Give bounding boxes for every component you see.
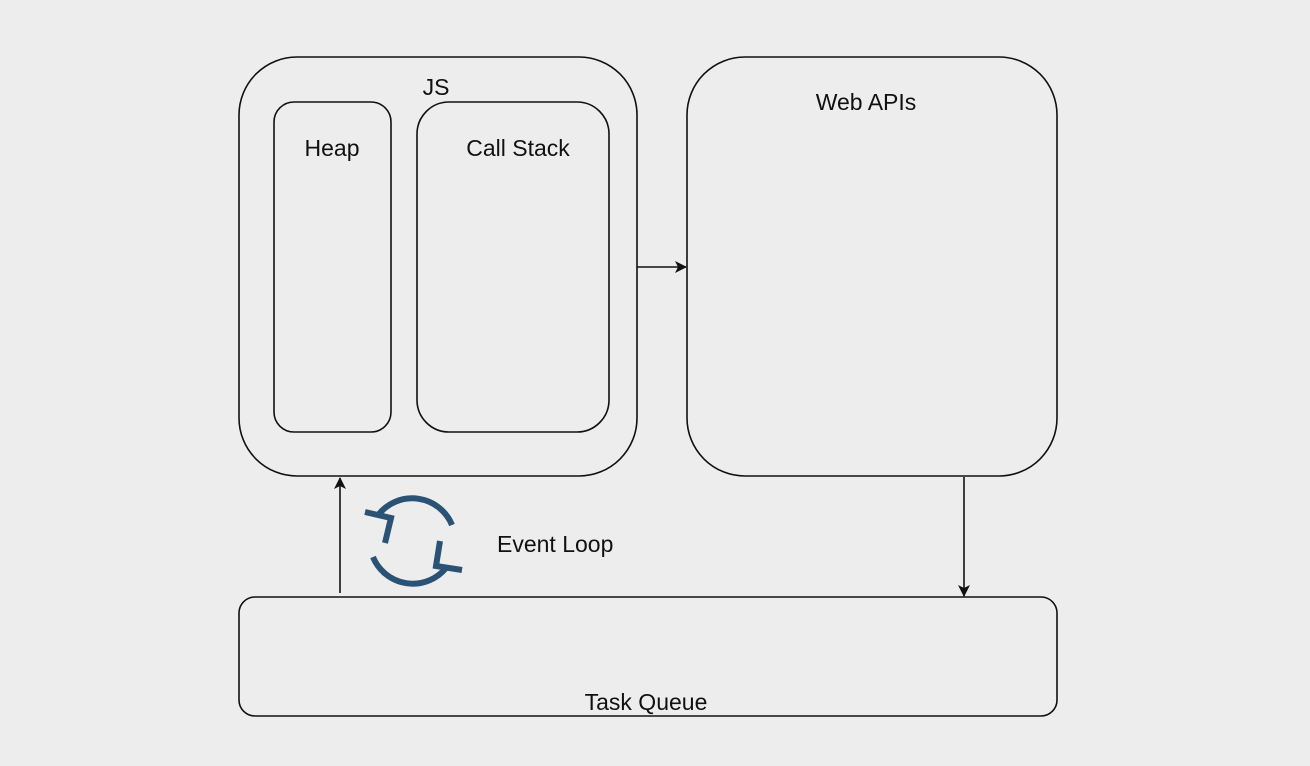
call-stack-label: Call Stack [466, 135, 570, 161]
js-label: JS [423, 74, 450, 100]
heap-label: Heap [305, 135, 360, 161]
task-queue-box: Task Queue [238, 596, 1058, 717]
web-apis-box: Web APIs [686, 56, 1058, 477]
task-queue-label: Task Queue [585, 689, 708, 715]
heap-box: Heap [273, 101, 392, 433]
event-loop-label: Event Loop [497, 531, 613, 557]
refresh-cycle-icon [364, 495, 463, 587]
web-apis-label: Web APIs [816, 89, 917, 115]
call-stack-box: Call Stack [416, 101, 610, 433]
